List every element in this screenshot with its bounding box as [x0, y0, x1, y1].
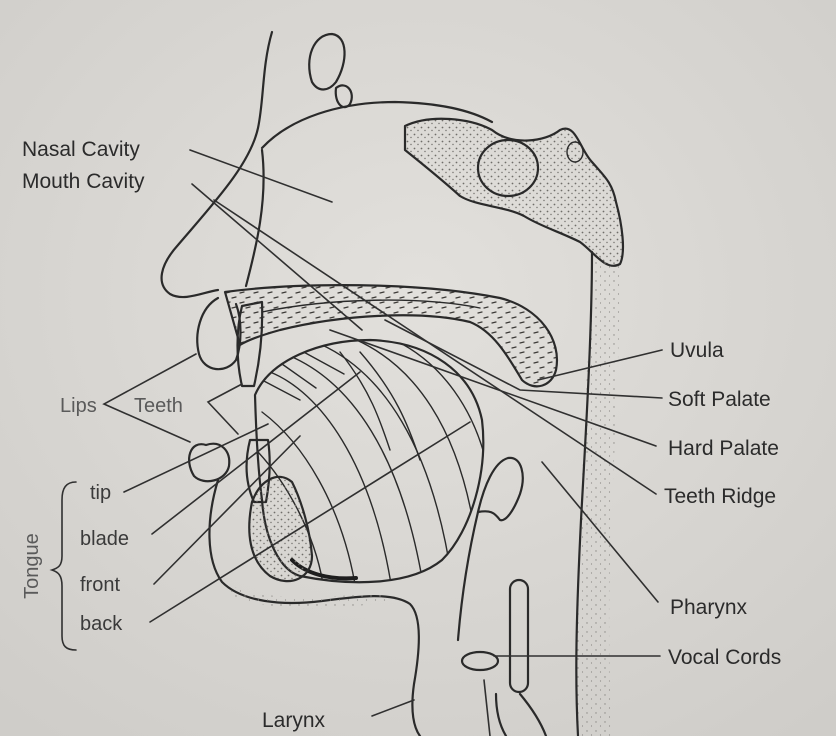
label-hard-palate: Hard Palate: [668, 437, 779, 460]
label-nasal-cavity: Nasal Cavity: [22, 138, 140, 161]
label-larynx: Larynx: [262, 709, 326, 732]
label-uvula: Uvula: [670, 339, 724, 362]
label-tongue-back: back: [80, 613, 123, 635]
label-lips: Lips: [60, 395, 97, 417]
label-tongue-blade: blade: [80, 528, 129, 550]
label-teeth: Teeth: [134, 395, 183, 417]
label-pharynx: Pharynx: [670, 596, 748, 619]
label-vocal-cords: Vocal Cords: [668, 646, 781, 669]
label-soft-palate: Soft Palate: [668, 388, 771, 411]
label-teeth-ridge: Teeth Ridge: [664, 485, 776, 508]
label-mouth-cavity: Mouth Cavity: [22, 170, 145, 193]
label-tongue-tip: tip: [90, 482, 111, 504]
label-tongue: Tongue: [21, 533, 43, 599]
label-tongue-front: front: [80, 574, 120, 596]
